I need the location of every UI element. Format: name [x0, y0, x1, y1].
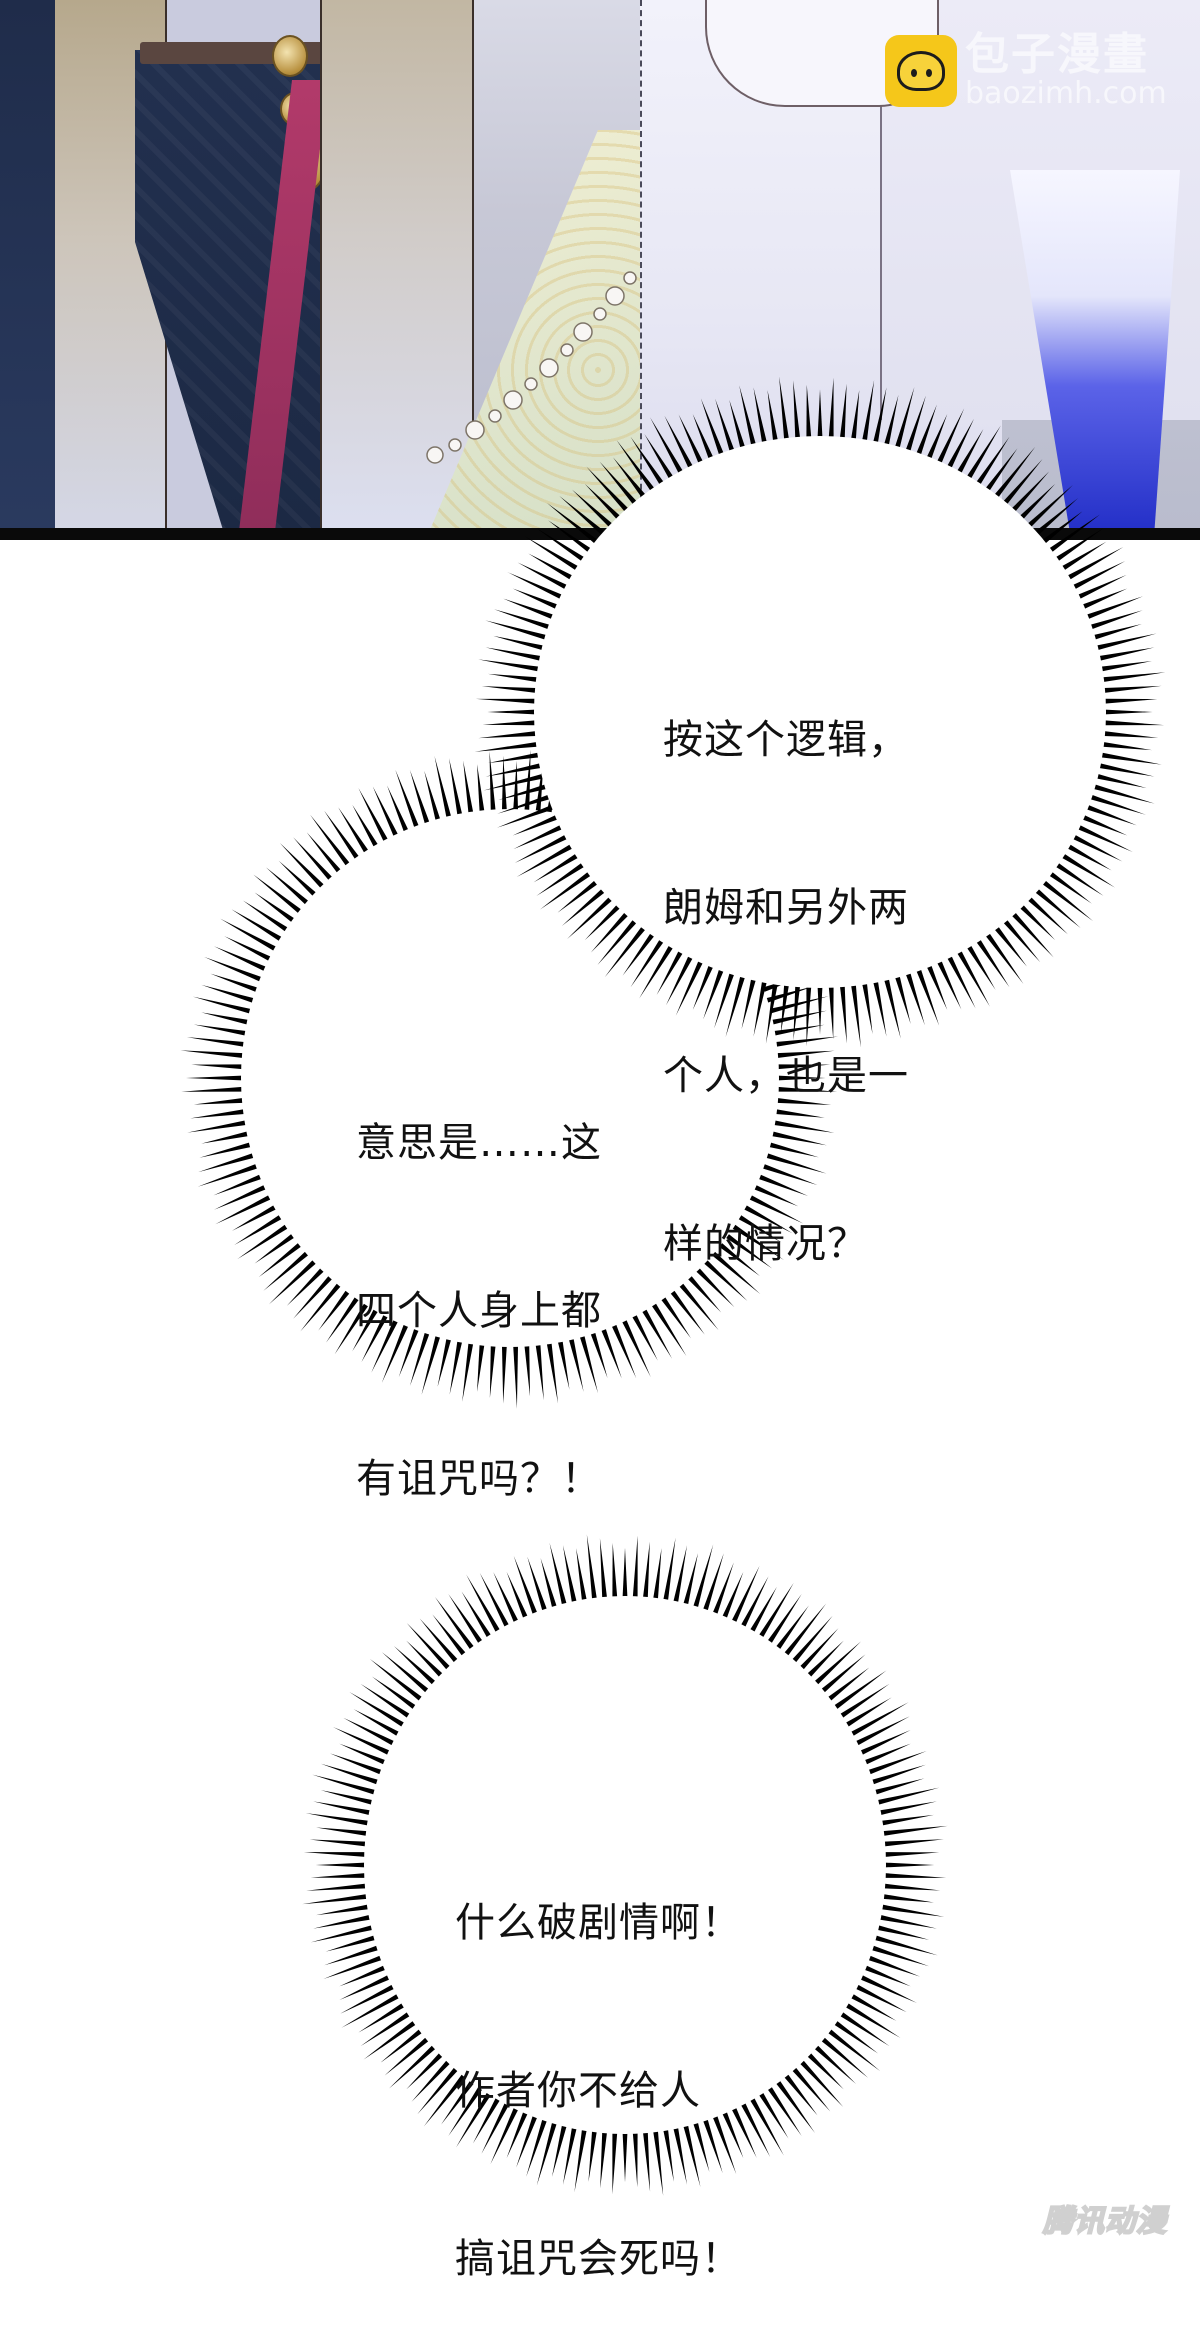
burst-outline-3: [302, 1534, 948, 2196]
speech-bubble-3: 什么破剧情啊！ 作者你不给人 搞诅咒会死吗！: [455, 1783, 742, 2343]
gold-medallion: [272, 35, 308, 77]
bubble-1-line: 个人，也是一: [663, 1053, 909, 1099]
belt: [140, 42, 370, 64]
speech-bubble-1: 按这个逻辑， 朗姆和另外两 个人，也是一 样的情况？: [663, 600, 909, 1328]
bubble-1-line: 按这个逻辑，: [663, 717, 909, 763]
speech-bubble-2: 意思是……这 四个人身上都 有诅咒吗？！: [356, 1003, 602, 1563]
bubble-2-line: 意思是……这: [356, 1120, 602, 1166]
bubble-1-line: 朗姆和另外两: [663, 885, 909, 931]
baozimh-watermark: 包子漫畫 baozimh.com: [885, 33, 1167, 109]
watermark-url: baozimh.com: [965, 76, 1167, 111]
bubble-2-line: 有诅咒吗？！: [356, 1456, 602, 1502]
bubble-3-line: 作者你不给人: [455, 2068, 701, 2114]
pearl-string: [426, 271, 637, 464]
illustration-panel: 包子漫畫 baozimh.com: [0, 0, 1200, 530]
bubble-1-line: 样的情况？: [663, 1221, 868, 1267]
bubble-2-line: 四个人身上都: [356, 1288, 602, 1334]
bubble-3-line: 搞诅咒会死吗！: [455, 2236, 742, 2282]
cape-right: [320, 0, 474, 530]
tencent-comics-watermark: 腾讯动漫: [1042, 2203, 1167, 2240]
steamed-bun-icon: [885, 35, 957, 107]
watermark-title: 包子漫畫: [965, 29, 1149, 80]
bubble-3-line: 什么破剧情啊！: [455, 1900, 742, 1946]
burst-outline-1: [474, 376, 1166, 1048]
